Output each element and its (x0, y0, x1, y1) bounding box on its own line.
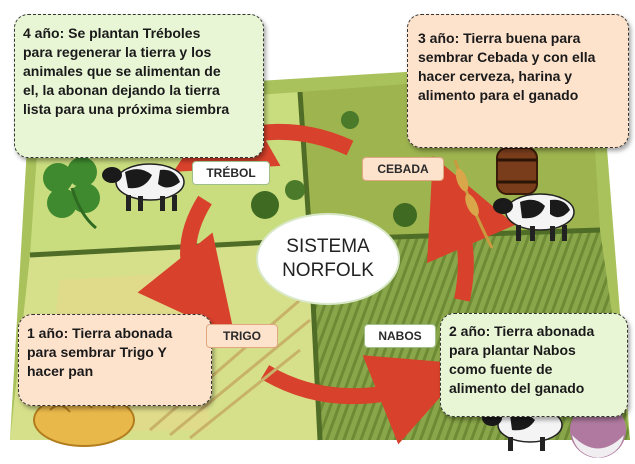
label-trebol: TRÉBOL (192, 161, 270, 185)
year3-line-4: alimento para el ganado (418, 87, 579, 103)
barrel-icon (496, 147, 538, 195)
year2-info-box: 2 año: Tierra abonada para plantar Nabos… (440, 313, 628, 417)
year3-line-1: 3 año: Tierra buena para (418, 30, 581, 46)
year3-line-2: sembrar Cebada y con ella (418, 49, 596, 65)
tree (341, 111, 359, 129)
year4-line-5: lista para una próxima siembra (23, 101, 230, 117)
year4-info-box: 4 año: Se plantan Tréboles para regenera… (14, 14, 264, 158)
center-title: SISTEMA NORFOLK (256, 213, 400, 305)
year1-line-2: para sembrar Trigo Y (27, 344, 167, 360)
arrow-nabos-to-cebada (427, 155, 516, 302)
year1-line-1: 1 año: Tierra abonada (27, 325, 173, 341)
year1-info-box: 1 año: Tierra abonada para sembrar Trigo… (18, 314, 212, 406)
center-title-line-2: NORFOLK (282, 260, 374, 281)
cow-icon (493, 193, 575, 241)
year4-line-2: para regenerar la tierra y los (23, 44, 212, 60)
label-nabos: NABOS (364, 324, 436, 348)
cow-icon (102, 163, 185, 211)
year4-line-1: 4 año: Se plantan Tréboles (23, 25, 201, 41)
year2-line-4: alimento del ganado (449, 380, 585, 396)
year2-line-1: 2 año: Tierra abonada (449, 323, 595, 339)
year2-line-3: como fuente de (449, 361, 553, 377)
year4-line-4: el, la abonan dejando la tierra (23, 82, 220, 98)
barley-icon (453, 159, 494, 249)
year2-line-2: para plantar Nabos (449, 342, 576, 358)
tree (393, 203, 417, 227)
year1-line-3: hacer pan (27, 363, 94, 379)
center-title-line-1: SISTEMA (286, 236, 370, 257)
wheat-icon (149, 298, 311, 440)
arrow-trigo-to-nabos (260, 355, 470, 445)
tree (251, 191, 279, 219)
year3-info-box: 3 año: Tierra buena para sembrar Cebada … (407, 14, 629, 148)
label-cebada: CEBADA (362, 157, 444, 181)
clover-icon (43, 157, 100, 230)
year4-line-3: animales que se alimentan de (23, 63, 221, 79)
year3-line-3: hacer cerveza, harina y (418, 68, 573, 84)
tree (285, 180, 305, 200)
label-trigo: TRIGO (206, 324, 278, 348)
arrow-trebol-to-trigo (137, 195, 235, 338)
